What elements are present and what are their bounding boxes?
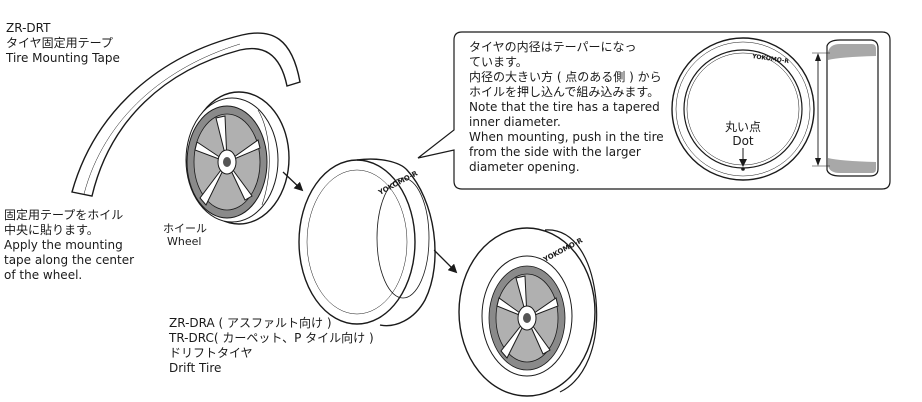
tire-illustration: YOKOMO-R bbox=[298, 158, 436, 327]
tire-label: ZR-DRA ( アスファルト向け ) TR-DRC( カーペット、P タイル向… bbox=[169, 316, 374, 376]
wheel-name-en: Wheel bbox=[167, 235, 202, 248]
arrow-wheel-to-tire bbox=[282, 171, 304, 192]
wheel-label: ホイール Wheel bbox=[163, 222, 207, 248]
tape-instruction-ja-2: 中央に貼ります。 bbox=[4, 223, 99, 237]
tape-label: ZR-DRT タイヤ固定用テープ Tire Mounting Tape bbox=[6, 21, 120, 66]
tape-instruction-ja-1: 固定用テープをホイル bbox=[4, 208, 124, 222]
dot-label: 丸い点 Dot bbox=[718, 120, 768, 148]
note-en-5: diameter opening. bbox=[469, 160, 580, 174]
tire-cross-section bbox=[812, 39, 879, 177]
note-text: タイヤの内径はテーパーになっ ています。 内径の大きい方 ( 点のある側 ) か… bbox=[469, 40, 664, 175]
tire-line-2: TR-DRC( カーペット、P タイル向け ) bbox=[169, 331, 374, 345]
tape-instruction: 固定用テープをホイル 中央に貼ります。 Apply the mounting t… bbox=[4, 208, 134, 283]
wheel-name-ja: ホイール bbox=[163, 222, 207, 235]
wheel-illustration bbox=[185, 91, 290, 225]
note-en-1: Note that the tire has a tapered bbox=[469, 100, 660, 114]
tire-front-view: YOKOMO-R bbox=[671, 37, 815, 181]
dot-label-en: Dot bbox=[732, 134, 754, 148]
tire-line-3-en: Drift Tire bbox=[169, 361, 222, 375]
arrow-tire-to-assembly bbox=[433, 249, 458, 274]
note-ja-3: 内径の大きい方 ( 点のある側 ) から bbox=[469, 70, 662, 84]
note-en-2: inner diameter. bbox=[469, 115, 561, 129]
tire-line-3-ja: ドリフトタイヤ bbox=[169, 346, 253, 360]
tire-line-1: ZR-DRA ( アスファルト向け ) bbox=[169, 316, 332, 330]
note-ja-2: ています。 bbox=[469, 55, 528, 69]
tape-name-en: Tire Mounting Tape bbox=[6, 51, 120, 65]
tape-instruction-en-2: tape along the center bbox=[4, 253, 135, 267]
note-en-3: When mounting, push in the tire bbox=[469, 130, 664, 144]
tape-name-ja: タイヤ固定用テープ bbox=[6, 36, 113, 50]
tape-instruction-en-3: of the wheel. bbox=[4, 268, 83, 282]
tape-code: ZR-DRT bbox=[6, 21, 51, 35]
note-ja-1: タイヤの内径はテーパーになっ bbox=[469, 40, 637, 54]
note-ja-4: ホイルを押し込んで組み込みます。 bbox=[469, 85, 660, 99]
dot-label-ja: 丸い点 bbox=[724, 120, 761, 134]
note-en-4: from the side with the larger bbox=[469, 145, 641, 159]
mounting-tape-illustration bbox=[71, 32, 301, 197]
assembled-tire-illustration: YOKOMO-R bbox=[458, 227, 598, 397]
tape-instruction-en-1: Apply the mounting bbox=[4, 238, 123, 252]
